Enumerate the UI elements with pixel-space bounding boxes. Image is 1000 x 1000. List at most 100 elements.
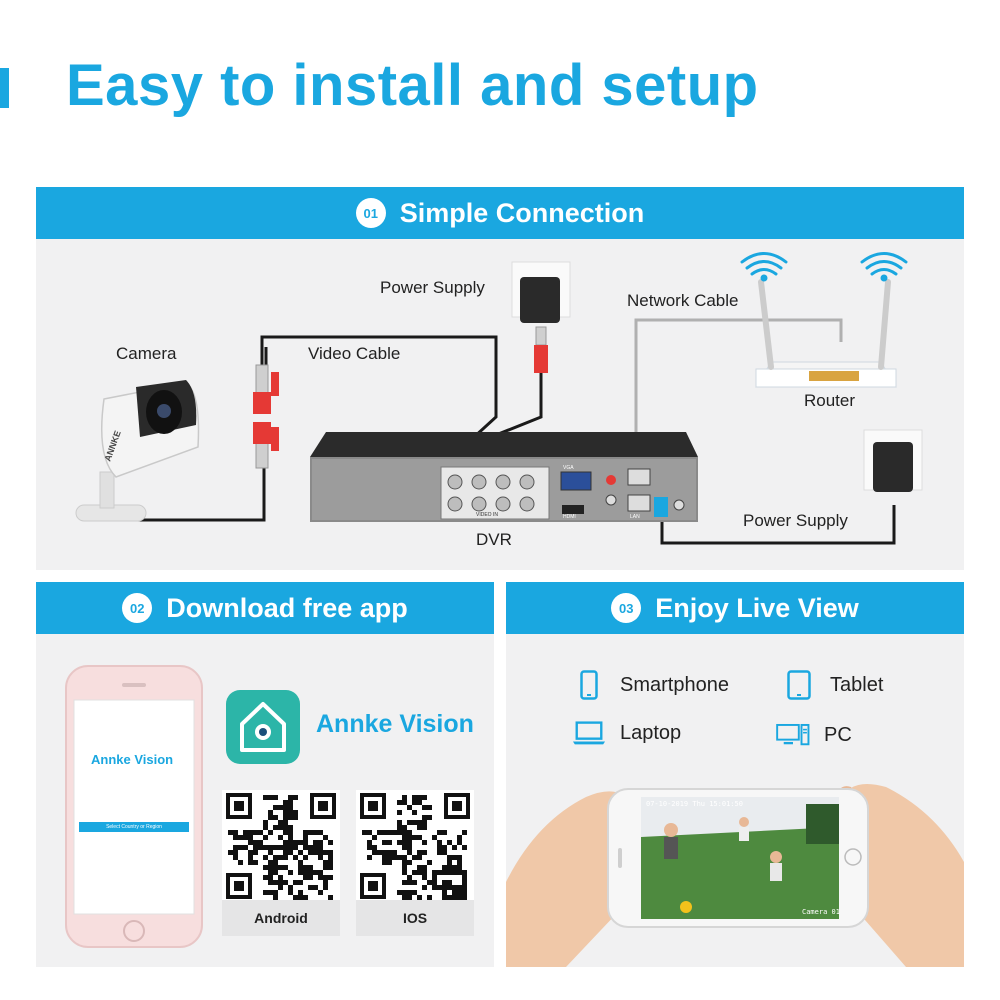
qr-module bbox=[372, 835, 377, 840]
qr-module bbox=[447, 855, 452, 860]
qr-module bbox=[402, 880, 407, 885]
device-label: Laptop bbox=[620, 721, 682, 744]
qr-module bbox=[407, 895, 412, 900]
qr-module bbox=[268, 845, 273, 850]
qr-module bbox=[283, 820, 288, 825]
qr-module bbox=[278, 820, 283, 825]
qr-module bbox=[273, 855, 278, 860]
qr-module bbox=[253, 830, 258, 835]
qr-module bbox=[442, 870, 447, 875]
qr-module bbox=[288, 815, 293, 820]
qr-module bbox=[293, 810, 298, 815]
qr-module bbox=[298, 860, 303, 865]
qr-module bbox=[318, 870, 323, 875]
qr-module bbox=[268, 865, 273, 870]
qr-module bbox=[432, 885, 437, 890]
qr-module bbox=[442, 865, 447, 870]
qr-module bbox=[283, 880, 288, 885]
qr-module bbox=[263, 865, 268, 870]
live-view-panel: 03 Enjoy Live View Smartphone Tablet Lap… bbox=[506, 582, 964, 967]
qr-module bbox=[447, 840, 452, 845]
qr-module bbox=[278, 885, 283, 890]
qr-module bbox=[407, 820, 412, 825]
qr-module bbox=[427, 895, 432, 900]
qr-module bbox=[253, 860, 258, 865]
qr-module bbox=[323, 865, 328, 870]
qr-module bbox=[452, 895, 457, 900]
qr-module bbox=[283, 865, 288, 870]
qr-module bbox=[328, 875, 333, 880]
phone-select-region-button[interactable]: Select Country or Region bbox=[79, 822, 189, 832]
qr-module bbox=[258, 840, 263, 845]
qr-module bbox=[263, 890, 268, 895]
qr-module bbox=[462, 885, 467, 890]
qr-module bbox=[283, 825, 288, 830]
qr-module bbox=[392, 855, 397, 860]
qr-module bbox=[417, 855, 422, 860]
qr-module bbox=[422, 820, 427, 825]
qr-module bbox=[437, 885, 442, 890]
qr-module bbox=[328, 855, 333, 860]
video-cable bbox=[136, 335, 498, 522]
qr-module bbox=[402, 855, 407, 860]
qr-module bbox=[298, 840, 303, 845]
qr-module bbox=[323, 850, 328, 855]
qr-module bbox=[427, 815, 432, 820]
qr-module bbox=[248, 830, 253, 835]
qr-module bbox=[288, 795, 293, 800]
qr-module bbox=[278, 865, 283, 870]
qr-module bbox=[313, 840, 318, 845]
qr-module bbox=[283, 830, 288, 835]
qr-module bbox=[313, 850, 318, 855]
qr-module bbox=[402, 835, 407, 840]
qr-module bbox=[318, 850, 323, 855]
live-view-timestamp: 07-10-2019 Thu 15:01:50 bbox=[646, 800, 743, 808]
qr-module bbox=[263, 845, 268, 850]
qr-module bbox=[387, 855, 392, 860]
qr-module bbox=[268, 850, 273, 855]
qr-module bbox=[397, 830, 402, 835]
qr-module bbox=[303, 855, 308, 860]
qr-module bbox=[298, 865, 303, 870]
qr-module bbox=[432, 875, 437, 880]
qr-module bbox=[293, 880, 298, 885]
qr-module bbox=[298, 890, 303, 895]
qr-module bbox=[238, 835, 243, 840]
qr-module bbox=[248, 860, 253, 865]
qr-module bbox=[457, 860, 462, 865]
qr-module bbox=[367, 845, 372, 850]
qr-module bbox=[253, 840, 258, 845]
qr-module bbox=[318, 855, 323, 860]
qr-module bbox=[308, 875, 313, 880]
smartphone-icon bbox=[65, 665, 203, 948]
qr-module bbox=[283, 800, 288, 805]
app-download-graphic bbox=[65, 665, 474, 948]
power-supply-top-label: Power Supply bbox=[380, 278, 485, 297]
video-in-port-label: VIDEO IN bbox=[476, 512, 498, 518]
qr-module bbox=[303, 840, 308, 845]
tablet-icon bbox=[782, 670, 816, 700]
qr-module bbox=[273, 845, 278, 850]
qr-module bbox=[397, 820, 402, 825]
connection-diagram: ANNKE bbox=[75, 252, 923, 545]
qr-module bbox=[457, 885, 462, 890]
device-label: Smartphone bbox=[620, 673, 729, 696]
download-app-panel: 02 Download free app bbox=[36, 582, 494, 967]
qr-module bbox=[308, 865, 313, 870]
qr-module bbox=[228, 830, 233, 835]
live-view-header: 03 Enjoy Live View bbox=[506, 582, 964, 634]
qr-module bbox=[412, 810, 417, 815]
title-accent-bar bbox=[0, 68, 9, 108]
step-number-badge: 03 bbox=[611, 593, 642, 623]
qr-module bbox=[318, 875, 323, 880]
step-number-badge: 01 bbox=[355, 198, 386, 228]
qr-module bbox=[427, 860, 432, 865]
qr-module bbox=[233, 855, 238, 860]
qr-module bbox=[412, 890, 417, 895]
qr-module bbox=[288, 850, 293, 855]
qr-module bbox=[268, 890, 273, 895]
qr-module bbox=[263, 820, 268, 825]
qr-module bbox=[407, 875, 412, 880]
qr-module bbox=[462, 895, 467, 900]
qr-module bbox=[437, 870, 442, 875]
